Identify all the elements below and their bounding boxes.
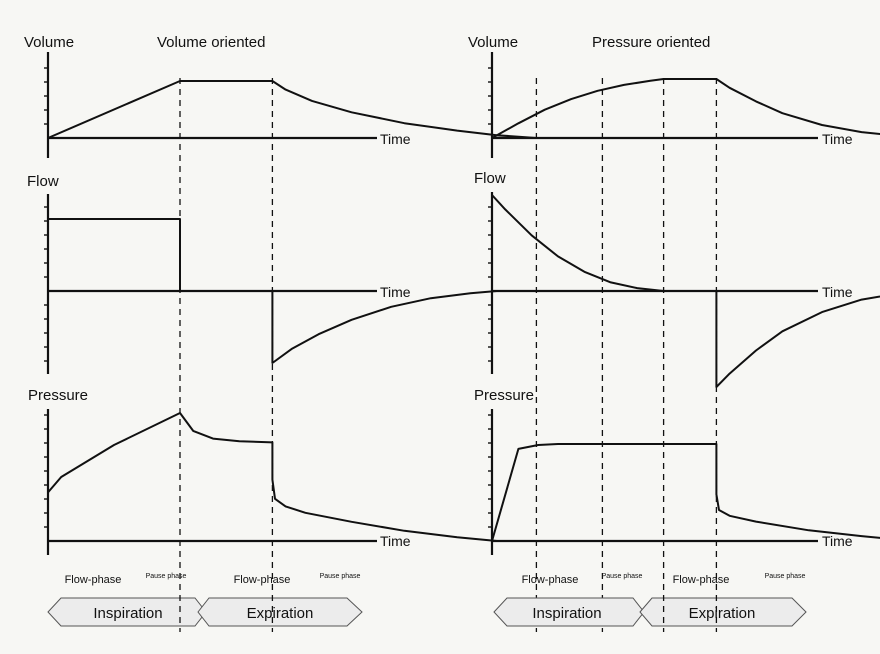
inspiration-label: Inspiration bbox=[93, 605, 162, 622]
phase-label-expiration-flow: Flow-phase bbox=[234, 574, 291, 586]
expiration-arrow bbox=[197, 597, 363, 627]
panel-volume-oriented: Volume Volume oriented Flow Pressure Tim… bbox=[24, 34, 604, 632]
phase-label-expiration-pause: Pause phase bbox=[765, 573, 806, 580]
panel-title: Pressure oriented bbox=[592, 34, 710, 51]
phase-label-expiration-pause: Pause phase bbox=[320, 573, 361, 580]
volume-curve bbox=[47, 80, 603, 139]
volume-label: Volume bbox=[468, 34, 518, 51]
phase-label-inspiration-flow: Flow-phase bbox=[522, 574, 579, 586]
panel-pressure-oriented: Volume Pressure oriented Flow Pressure T… bbox=[468, 34, 880, 632]
flow-label: Flow bbox=[27, 173, 59, 190]
time-label-volume: Time bbox=[380, 131, 411, 147]
time-label-flow: Time bbox=[822, 284, 853, 300]
phase-label-inspiration-flow: Flow-phase bbox=[65, 574, 122, 586]
time-label-flow: Time bbox=[380, 284, 411, 300]
flow-curve bbox=[491, 194, 880, 388]
pressure-curve bbox=[491, 443, 880, 542]
time-label-pressure: Time bbox=[380, 533, 411, 549]
expiration-label: Expiration bbox=[689, 605, 756, 622]
flow-label: Flow bbox=[474, 170, 506, 187]
volume-label: Volume bbox=[24, 34, 74, 51]
pressure-curve bbox=[47, 412, 603, 542]
pressure-label: Pressure bbox=[28, 387, 88, 404]
flow-curve bbox=[47, 218, 603, 364]
time-label-volume: Time bbox=[822, 131, 853, 147]
inspiration-label: Inspiration bbox=[532, 605, 601, 622]
phase-label-expiration-flow: Flow-phase bbox=[673, 574, 730, 586]
expiration-label: Expiration bbox=[247, 605, 314, 622]
phase-label-inspiration-pause: Pause phase bbox=[146, 573, 187, 580]
expiration-arrow bbox=[639, 597, 807, 627]
time-label-pressure: Time bbox=[822, 533, 853, 549]
pressure-label: Pressure bbox=[474, 387, 534, 404]
phase-label-inspiration-pause: Pause phase bbox=[602, 573, 643, 580]
volume-curve bbox=[491, 78, 880, 139]
panel-title: Volume oriented bbox=[157, 34, 265, 51]
